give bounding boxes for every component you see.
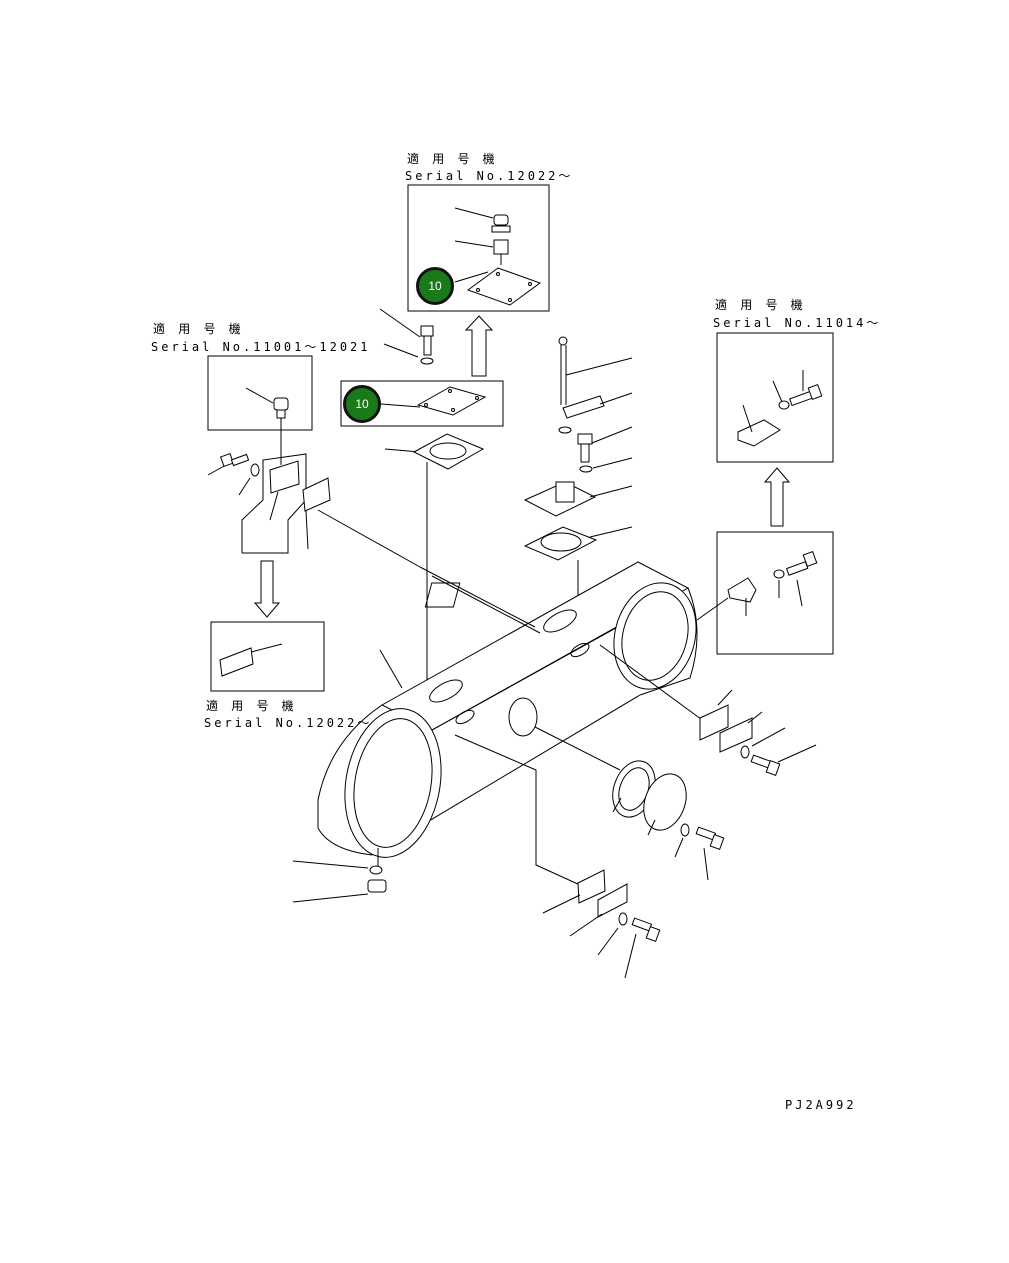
gasket-top (384, 433, 485, 690)
arrow-up-top (464, 315, 494, 377)
inset-lower-left (210, 621, 325, 692)
lower-cover-parts (454, 734, 661, 979)
callout-top-serial: Serial No.12022～ (405, 169, 574, 183)
callout-lower-left-serial: Serial No.12022～ (204, 716, 373, 730)
arrow-up-right (763, 467, 791, 527)
bolt-washer-top (379, 308, 434, 365)
callout-top-label: 適 用 号 機 (407, 152, 498, 166)
left-bracket (207, 452, 421, 568)
callout-right-label: 適 用 号 機 (715, 298, 806, 312)
main-housing (317, 561, 698, 858)
inset-middle (340, 380, 504, 427)
drawing-code: PJ2A992 (785, 1098, 857, 1112)
part-number-badge-top[interactable]: 10 (416, 267, 454, 305)
right-upper-parts (523, 336, 633, 625)
drain-plug (292, 848, 387, 903)
callout-left-label: 適 用 号 機 (153, 322, 244, 336)
callout-lower-left-label: 適 用 号 機 (206, 699, 297, 713)
inset-left (207, 355, 313, 465)
callout-right-serial: Serial No.11014～ (713, 316, 882, 330)
callout-left-serial: Serial No.11001～12021 (151, 340, 371, 354)
part-number-badge-middle[interactable]: 10 (343, 385, 381, 423)
arrow-down-left (253, 560, 281, 618)
right-cover-parts (534, 644, 817, 881)
inset-right-top (716, 332, 834, 463)
inset-right-lower (696, 531, 834, 655)
inset-top (407, 184, 550, 312)
